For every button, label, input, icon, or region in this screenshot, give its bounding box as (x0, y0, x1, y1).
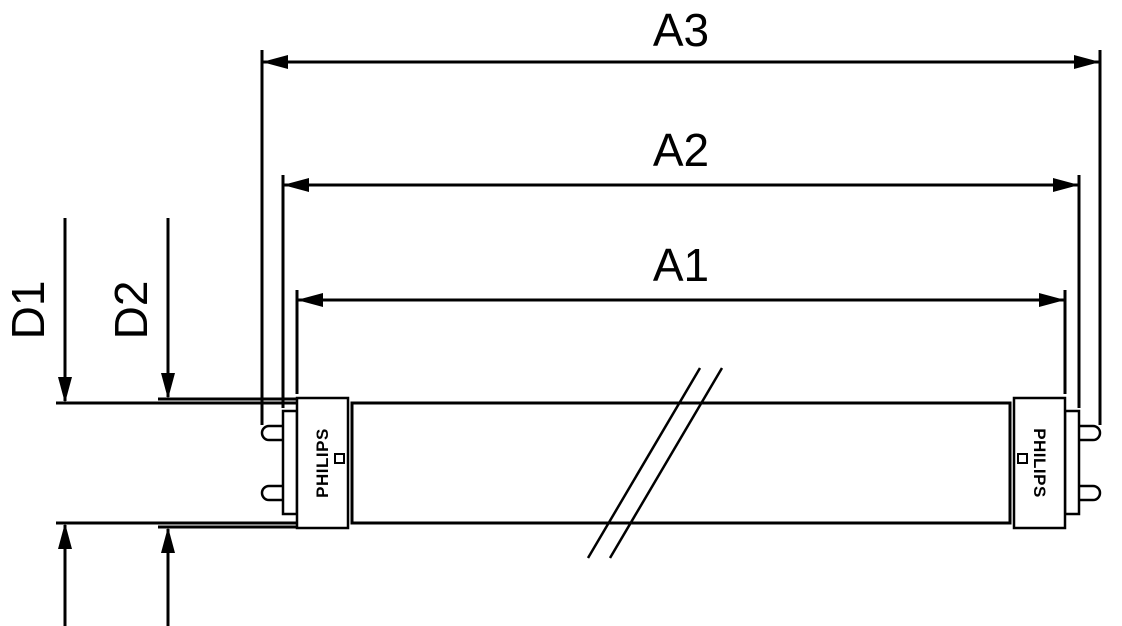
dimension-label-a1: A1 (653, 239, 709, 291)
tube-body (350, 401, 1012, 525)
d2-arrow-down (161, 373, 175, 399)
arrowheads (58, 55, 1100, 553)
dimension-lines (56, 50, 1102, 626)
a2-arrow-left (283, 178, 309, 192)
a1-arrow-right (1039, 293, 1065, 307)
break-line-2 (608, 367, 724, 559)
brand-text-right: PHILIPS (1030, 428, 1049, 498)
end-plate-right (1063, 409, 1081, 516)
dimension-label-a2: A2 (653, 124, 709, 176)
dimension-label-d2: D2 (105, 281, 157, 340)
break-symbol (586, 367, 724, 559)
end-plate-left (281, 409, 299, 516)
dimension-label-d1: D1 (2, 281, 54, 340)
dimension-label-group: A3 A2 A1 D1 D2 (2, 4, 709, 339)
cap-marking-right (1017, 453, 1028, 464)
break-line-1 (586, 367, 702, 559)
end-cap-left (295, 396, 350, 530)
a3-arrow-right (1074, 55, 1100, 69)
brand-text-left: PHILIPS (313, 428, 332, 498)
cap-marking-left (334, 453, 345, 464)
tube-assembly: PHILIPS PHILIPS (260, 367, 1102, 559)
a2-arrow-right (1053, 178, 1079, 192)
a3-arrow-left (262, 55, 288, 69)
a1-arrow-left (297, 293, 323, 307)
d2-arrow-up (161, 527, 175, 553)
d1-arrow-up (58, 523, 72, 549)
dimension-label-a3: A3 (653, 4, 709, 56)
d1-arrow-down (58, 377, 72, 403)
